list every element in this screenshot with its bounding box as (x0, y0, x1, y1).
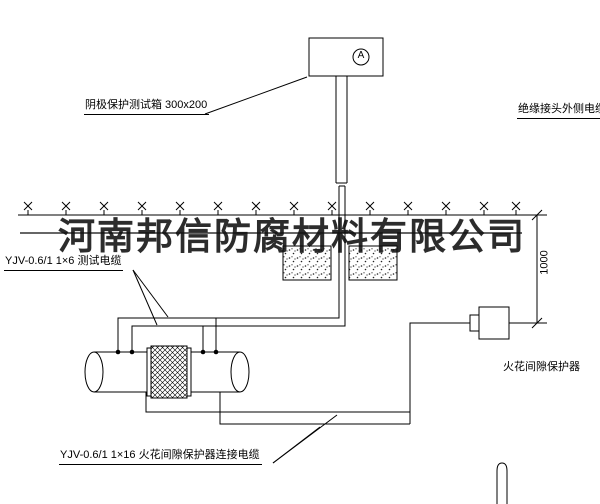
ammeter-circle-icon (352, 48, 370, 66)
spark-gap-protector-label: 火花间隙保护器 (503, 361, 580, 373)
leader-test-cable-2 (132, 269, 158, 326)
leader-spark-cable-2 (272, 414, 338, 464)
pipe-break-symbol (496, 462, 508, 504)
test-cable-label: YJV-0.6/1 1×6 测试电缆 (4, 255, 124, 271)
spark-gap-cable-label: YJV-0.6/1 1×16 火花间隙保护器连接电缆 (59, 449, 262, 465)
pipeline (84, 345, 250, 399)
cable-terminals (115, 349, 219, 355)
ammeter-letter: A (357, 50, 365, 61)
test-box (308, 37, 384, 77)
leader-test-cable-1 (132, 269, 169, 318)
test-box-label: 阴极保护测试箱 300x200 (84, 99, 210, 115)
insulated-joint-cable-label: 绝缘接头外侧电缆 (517, 103, 600, 119)
dimension-line (509, 209, 547, 329)
joint-flange-left (146, 347, 152, 397)
leader-test-box (204, 76, 308, 115)
test-cables (117, 293, 346, 352)
spark-gap-cables (145, 322, 470, 425)
leader-lines (132, 76, 338, 464)
joint-flange-right (186, 347, 192, 397)
dimension-1000-label: 1000 (538, 250, 551, 275)
company-watermark: 河南邦信防腐材料有限公司 (58, 214, 526, 258)
conduit-riser (335, 76, 348, 293)
concrete-blocks (282, 245, 398, 281)
spark-gap-protector (469, 306, 510, 340)
